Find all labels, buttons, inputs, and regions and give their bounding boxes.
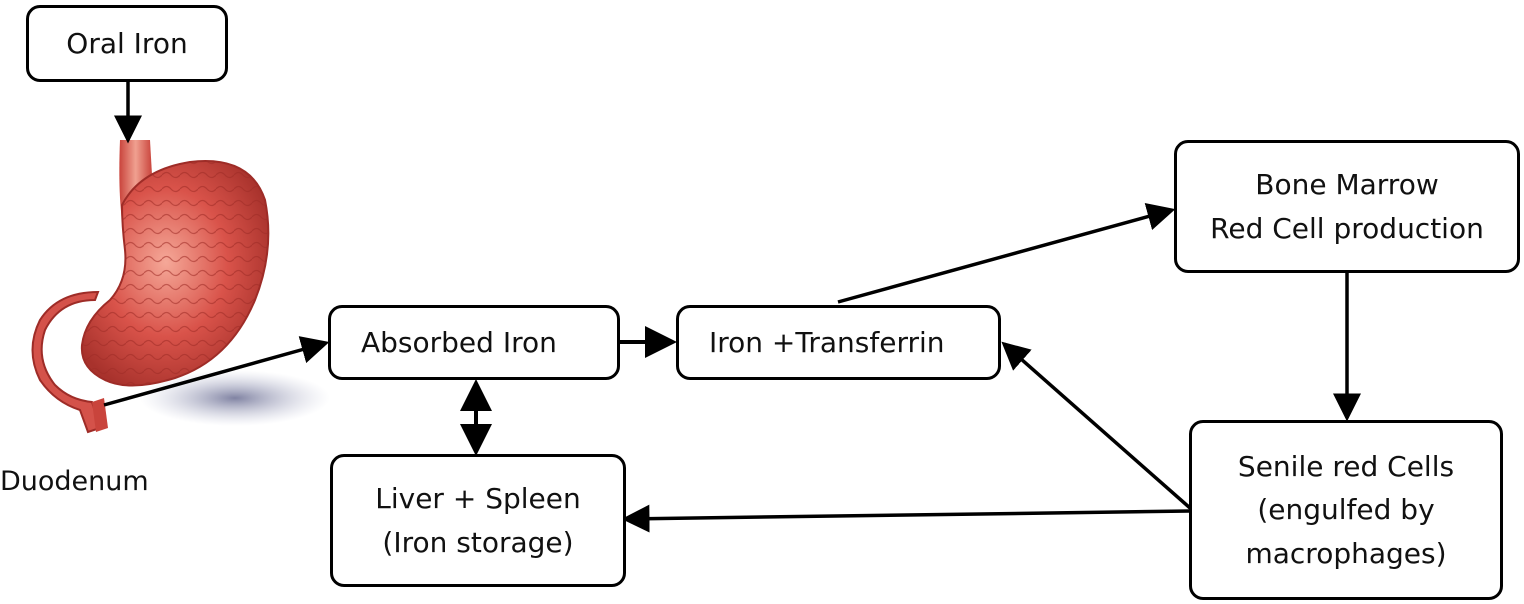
edge-senile-to-transferrin: [1001, 341, 1192, 510]
node-bone-marrow: Bone Marrow Red Cell production: [1174, 140, 1520, 273]
node-iron-transferrin-label: Iron +Transferrin: [709, 325, 945, 359]
edge-senile-to-liver: [621, 504, 1191, 533]
node-absorbed-iron-label: Absorbed Iron: [361, 325, 557, 359]
duodenum-label: Duodenum: [0, 466, 149, 497]
node-liver-spleen: Liver + Spleen (Iron storage): [330, 454, 626, 587]
node-iron-transferrin: Iron +Transferrin: [676, 305, 1001, 380]
node-bone-marrow-line2: Red Cell production: [1210, 211, 1484, 245]
node-liver-spleen-line2: (Iron storage): [382, 525, 574, 559]
stomach-illustration: [31, 140, 330, 434]
node-bone-marrow-line1: Bone Marrow: [1255, 168, 1439, 202]
node-senile-cells-line3: macrophages): [1245, 536, 1447, 570]
node-senile-cells: Senile red Cells (engulfed by macrophage…: [1189, 420, 1503, 600]
node-absorbed-iron: Absorbed Iron: [328, 305, 620, 380]
node-senile-cells-line1: Senile red Cells: [1237, 449, 1455, 483]
node-senile-cells-line2: (engulfed by: [1257, 493, 1435, 527]
edge-transferrin-to-marrow: [837, 203, 1176, 304]
node-oral-iron: Oral Iron: [26, 5, 228, 82]
node-liver-spleen-line1: Liver + Spleen: [375, 482, 581, 516]
node-oral-iron-label: Oral Iron: [66, 26, 188, 60]
shadow-shape: [140, 370, 330, 426]
edge-duodenum-to-absorbed: [103, 336, 330, 407]
